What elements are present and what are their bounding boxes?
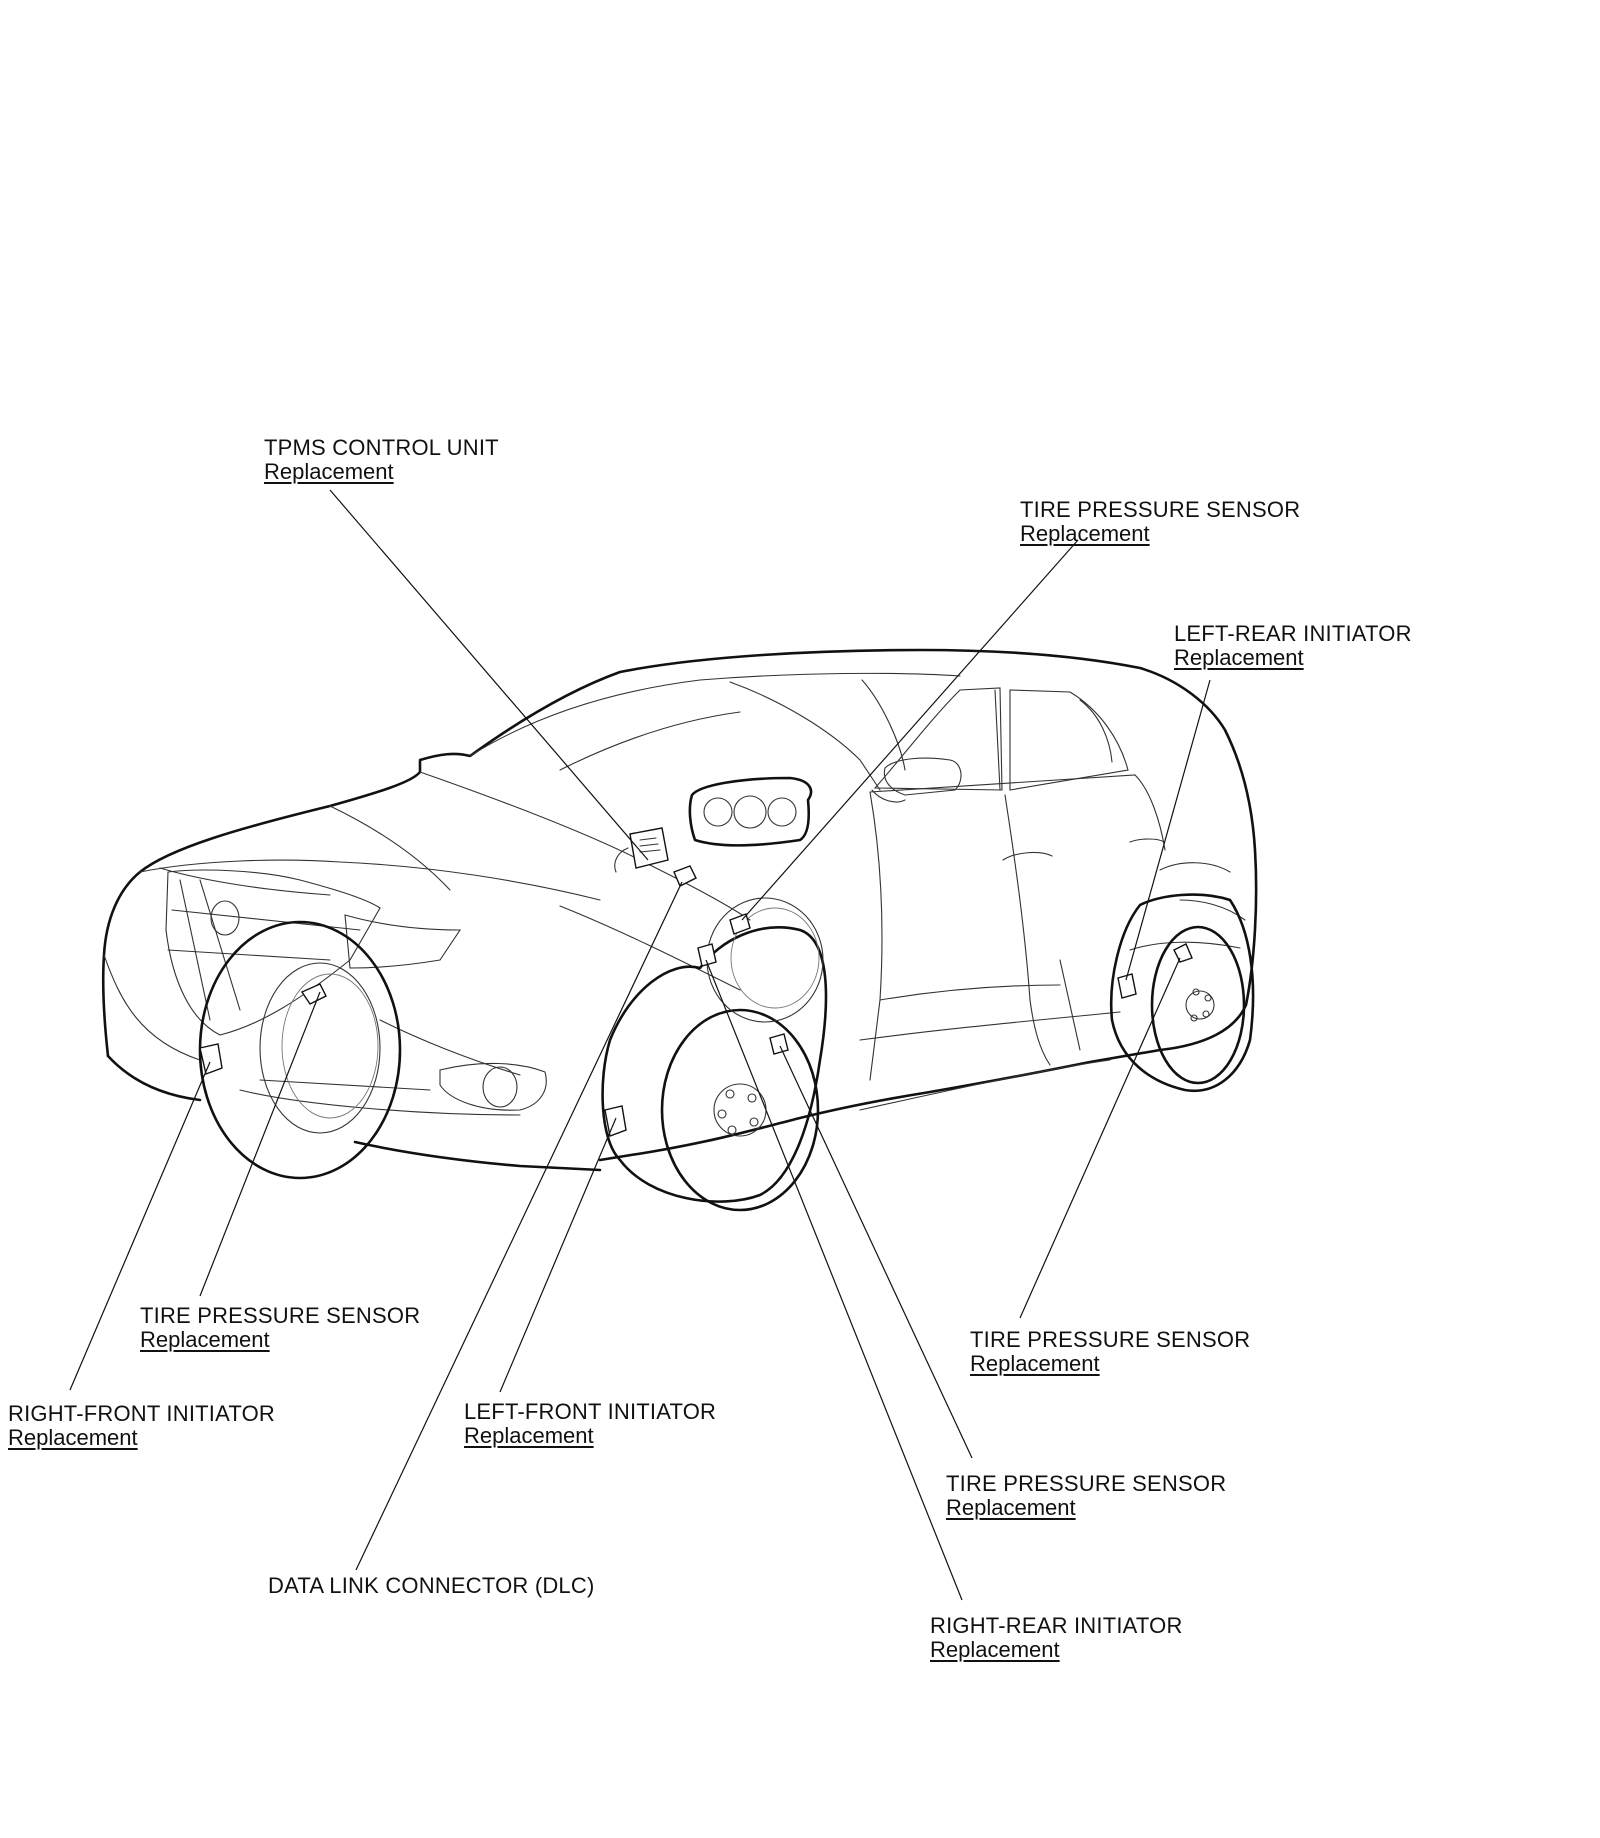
left-front-initiator-label: LEFT-FRONT INITIATOR [464, 1399, 717, 1424]
data-link-connector-label: DATA LINK CONNECTOR (DLC) [268, 1573, 595, 1598]
tire-pressure-sensor-label: TIRE PRESSURE SENSOR [140, 1303, 421, 1328]
left-front-wheel [601, 897, 828, 1212]
callout-tire-pressure-sensor-left-front: TIRE PRESSURE SENSOR Replacement [946, 1472, 1226, 1520]
tire-pressure-sensor-replacement-link[interactable]: Replacement [970, 1351, 1100, 1376]
left-rear-wheel [1109, 893, 1255, 1093]
callout-data-link-connector: DATA LINK CONNECTOR (DLC) [268, 1574, 594, 1598]
right-front-wheel [198, 920, 402, 1180]
callout-right-rear-initiator: RIGHT-REAR INITIATOR Replacement [930, 1614, 1183, 1662]
left-rear-initiator-replacement-link[interactable]: Replacement [1174, 645, 1304, 670]
instrument-cluster [688, 776, 813, 847]
tire-pressure-sensor-replacement-link[interactable]: Replacement [946, 1495, 1076, 1520]
tire-pressure-sensor-label: TIRE PRESSURE SENSOR [1020, 497, 1301, 522]
tpms-control-unit-replacement-link[interactable]: Replacement [264, 459, 394, 484]
car-body [101, 648, 1258, 1172]
left-rear-initiator-label: LEFT-REAR INITIATOR [1174, 621, 1412, 646]
callout-tire-pressure-sensor-left-rear: TIRE PRESSURE SENSOR Replacement [970, 1328, 1250, 1376]
right-front-initiator-label: RIGHT-FRONT INITIATOR [8, 1401, 275, 1426]
callout-tire-pressure-sensor-right-front: TIRE PRESSURE SENSOR Replacement [140, 1304, 420, 1352]
dlc-part [673, 865, 697, 887]
leader-lines [69, 489, 1211, 1601]
right-front-initiator-replacement-link[interactable]: Replacement [8, 1425, 138, 1450]
callout-left-front-initiator: LEFT-FRONT INITIATOR Replacement [464, 1400, 716, 1448]
tire-pressure-sensor-label: TIRE PRESSURE SENSOR [946, 1471, 1227, 1496]
right-rear-initiator-replacement-link[interactable]: Replacement [930, 1637, 1060, 1662]
tire-pressure-sensor-replacement-link[interactable]: Replacement [140, 1327, 270, 1352]
tpms-control-unit-part [614, 827, 669, 873]
left-front-initiator-replacement-link[interactable]: Replacement [464, 1423, 594, 1448]
callout-right-front-initiator: RIGHT-FRONT INITIATOR Replacement [8, 1402, 275, 1450]
callout-left-rear-initiator: LEFT-REAR INITIATOR Replacement [1174, 622, 1412, 670]
tire-pressure-sensor-replacement-link[interactable]: Replacement [1020, 521, 1150, 546]
callout-tpms-control-unit: TPMS CONTROL UNIT Replacement [264, 436, 499, 484]
callout-tire-pressure-sensor-top: TIRE PRESSURE SENSOR Replacement [1020, 498, 1300, 546]
tire-pressure-sensor-label: TIRE PRESSURE SENSOR [970, 1327, 1251, 1352]
tpms-control-unit-label: TPMS CONTROL UNIT [264, 435, 499, 460]
right-rear-initiator-label: RIGHT-REAR INITIATOR [930, 1613, 1183, 1638]
